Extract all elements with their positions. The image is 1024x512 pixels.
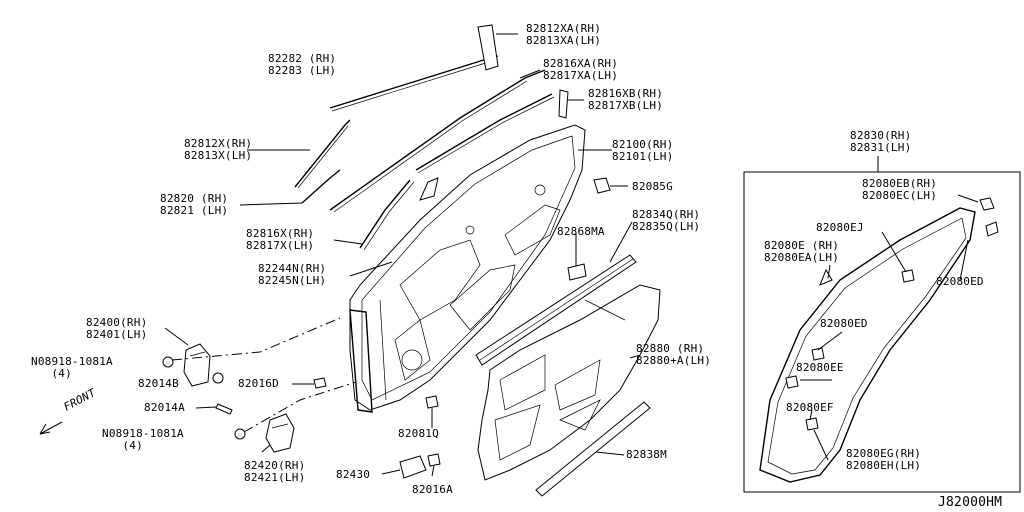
grommet-82081Q	[425, 395, 439, 428]
front-arrow-icon	[39, 421, 63, 435]
inset-frame	[743, 171, 1021, 493]
label-82080ED-center: 82080ED	[820, 317, 868, 330]
label-82400: 82400(RH)82401(LH)	[86, 316, 148, 341]
label-82880: 82880 (RH)82880+A(LH)	[636, 342, 712, 367]
label-82080E: 82080E (RH)82080EA(LH)	[764, 239, 840, 264]
glass-run-82820	[239, 169, 341, 206]
molding-82816X	[333, 179, 415, 251]
label-82820: 82820 (RH)82821 (LH)	[160, 192, 229, 217]
pillar-cover-82812XA	[477, 24, 518, 71]
label-82830: 82830(RH)82831(LH)	[850, 129, 912, 154]
label-82014A: 82014A	[144, 401, 185, 414]
label-82868MA: 82868MA	[557, 225, 605, 238]
label-82816XA: 82816XA(RH)82817XA(LH)	[543, 57, 619, 82]
label-08918-1081A-upper: N08918-1081A (4)	[31, 355, 113, 380]
sealing-screen-82880	[477, 232, 661, 481]
label-82016D: 82016D	[238, 377, 279, 390]
label-82016A: 82016A	[412, 483, 453, 496]
weatherstrip-82816XB	[415, 89, 584, 174]
label-82812X: 82812X(RH)82813X(LH)	[184, 137, 253, 162]
label-82080ED-right: 82080ED	[936, 275, 984, 288]
label-82080EG: 82080EG(RH)82080EH(LH)	[846, 447, 922, 472]
label-82085G: 82085G	[632, 180, 673, 193]
clip-82085G	[593, 177, 628, 194]
label-82812XA: 82812XA(RH)82813XA(LH)	[526, 22, 602, 47]
label-82080EE: 82080EE	[796, 361, 844, 374]
label-82014B: 82014B	[138, 377, 179, 390]
sash-82812X	[247, 119, 351, 189]
door-panel-82100	[349, 124, 612, 413]
label-82816X: 82816X(RH)82817X(LH)	[246, 227, 315, 252]
label-82838M: 82838M	[626, 448, 667, 461]
label-82244N: 82244N(RH)82245N(LH)	[258, 262, 327, 287]
label-82080EF: 82080EF	[786, 401, 834, 414]
label-82080EB: 82080EB(RH)82080EC(LH)	[862, 177, 938, 202]
outer-molding-82282	[329, 55, 499, 112]
label-82816XB: 82816XB(RH)82817XB(LH)	[588, 87, 664, 112]
bolt-82016D	[292, 377, 327, 389]
label-82100: 82100(RH)82101(LH)	[612, 138, 674, 163]
assembly-line-lower	[243, 381, 357, 433]
weatherstrip-82830	[759, 194, 999, 483]
lower-molding-82838M	[535, 401, 651, 497]
hinge-82420	[195, 403, 295, 453]
check-link-82430	[381, 453, 441, 479]
belt-molding-82816XA	[329, 69, 546, 213]
seal-82834Q	[475, 221, 637, 366]
label-82282: 82282 (RH)82283 (LH)	[268, 52, 337, 77]
hinge-82400	[162, 327, 224, 387]
label-82420: 82420(RH)82421(LH)	[244, 459, 306, 484]
label-82834Q: 82834Q(RH)82835Q(LH)	[632, 208, 701, 233]
diagram-id: J82000HM	[938, 495, 1003, 510]
label-82080EJ: 82080EJ	[816, 221, 864, 234]
label-08918-1081A-lower: N08918-1081A (4)	[102, 427, 184, 452]
assembly-line-upper	[171, 317, 341, 361]
leader-82244N	[349, 261, 393, 277]
label-82430: 82430	[336, 468, 371, 481]
label-82081Q: 82081Q	[398, 427, 439, 440]
